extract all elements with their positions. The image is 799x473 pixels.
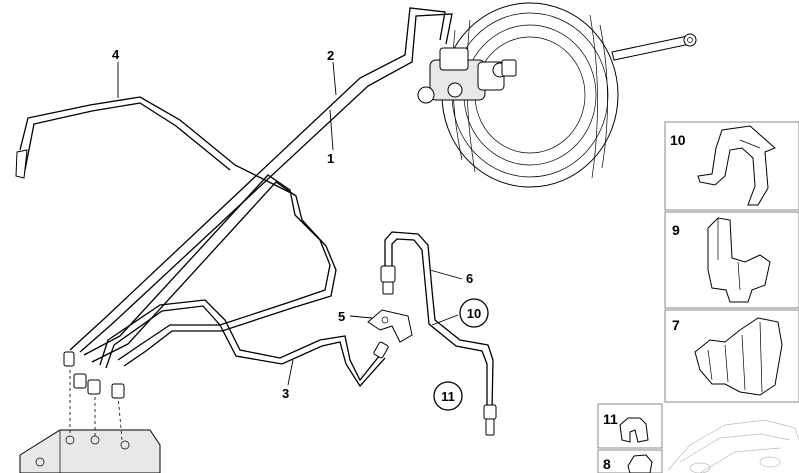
callout-4: 4 [112, 47, 120, 62]
brake-hose-6 [380, 231, 497, 436]
panel-label-9: 9 [672, 222, 680, 238]
callout-10-circle: 10 [459, 298, 489, 328]
car-location-silhouette [667, 419, 799, 473]
callout-5: 5 [338, 309, 345, 324]
abs-hydraulic-unit [19, 351, 161, 473]
bracket-5 [367, 309, 413, 343]
detail-panel-10: 10 [664, 121, 799, 211]
callout-10: 10 [467, 306, 481, 321]
callout-1: 1 [327, 151, 334, 166]
callout-11: 11 [441, 389, 455, 404]
panel-label-7: 7 [672, 317, 680, 333]
detail-panel-8: 8 [597, 449, 663, 473]
callout-11-circle: 11 [433, 381, 463, 411]
detail-panel-9: 9 [664, 211, 799, 309]
brake-pipe-3 [99, 299, 389, 388]
brake-booster [417, 2, 697, 188]
panel-label-11: 11 [603, 411, 618, 427]
callout-3: 3 [282, 386, 289, 401]
brake-pipe-4 [15, 96, 296, 196]
brake-pipes-1-2 [69, 7, 453, 367]
detail-panel-11: 11 [597, 403, 663, 449]
callout-2: 2 [327, 48, 334, 63]
panel-label-8: 8 [603, 456, 611, 472]
leader-lines [117, 61, 463, 386]
panel-label-10: 10 [670, 132, 686, 148]
detail-panel-7: 7 [664, 309, 799, 403]
callout-6: 6 [466, 271, 473, 286]
